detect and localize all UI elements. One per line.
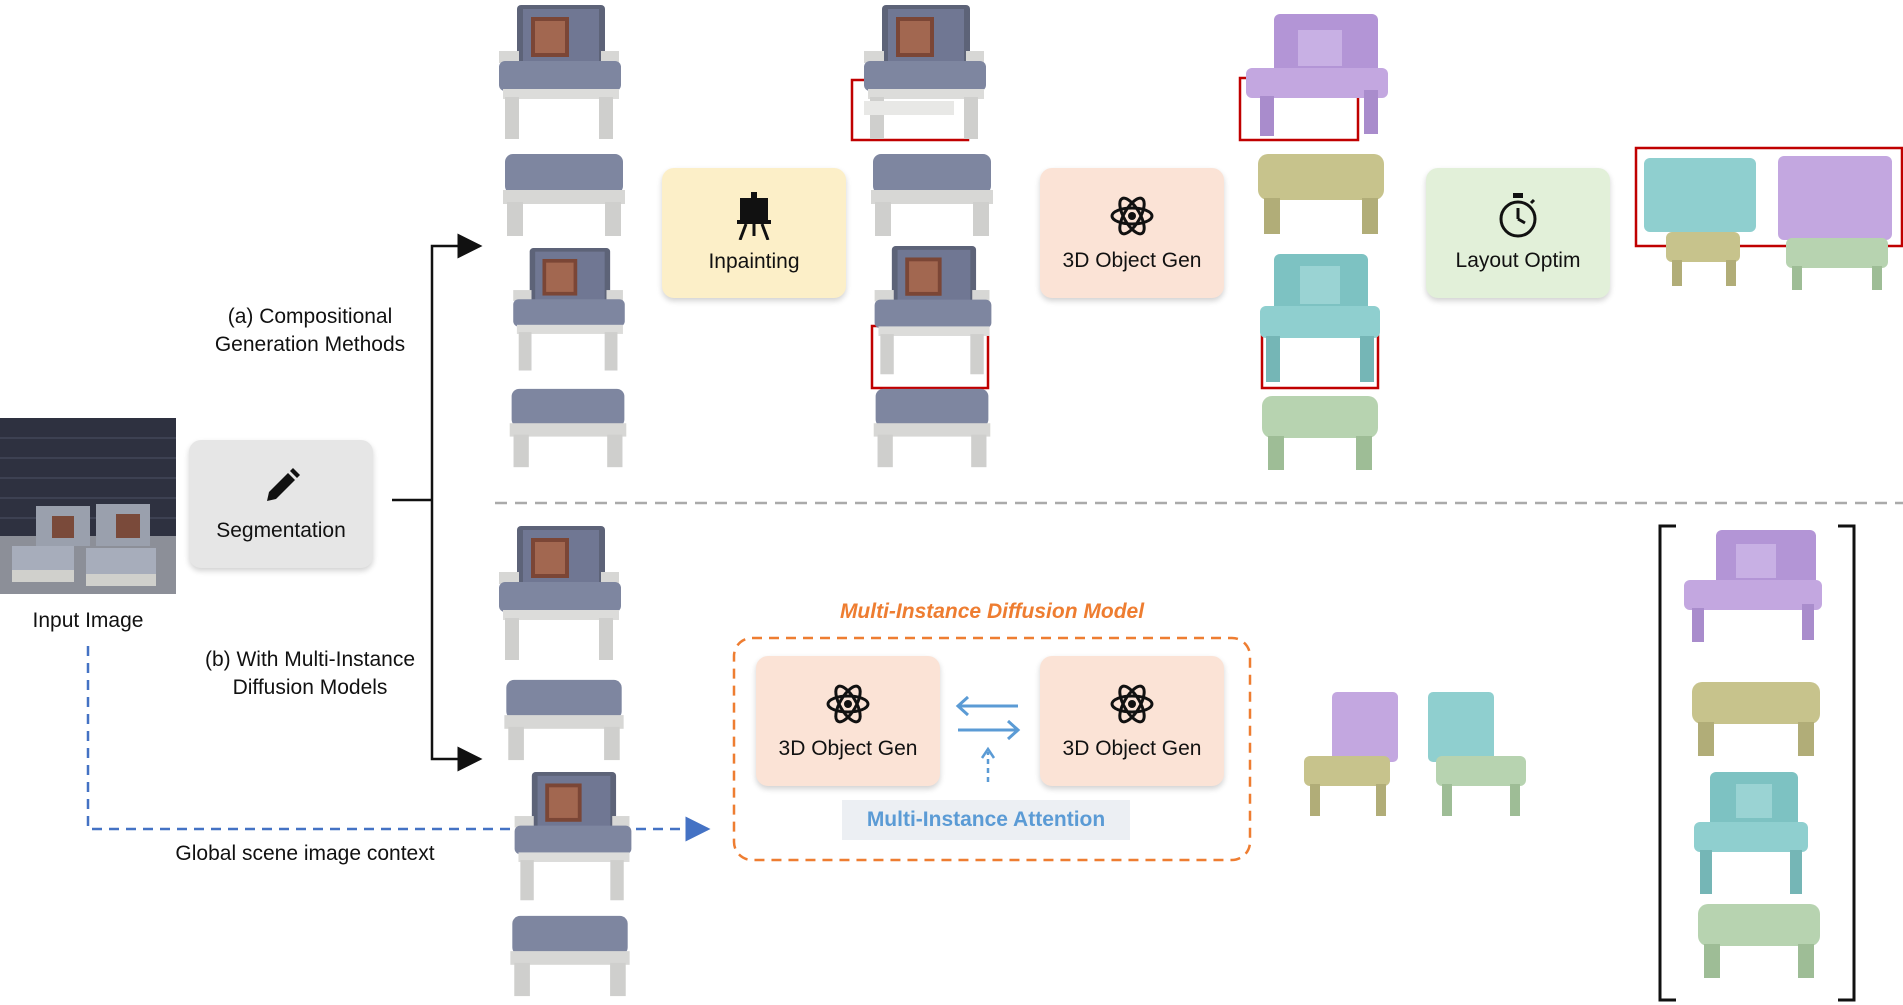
layout-optim-label: Layout Optim xyxy=(1455,249,1581,272)
branch-a-label: (a) Compositional Generation Methods xyxy=(214,305,406,356)
output-chair-teal xyxy=(1694,772,1808,894)
stopwatch-icon xyxy=(1497,193,1539,239)
atom-icon xyxy=(1109,681,1155,727)
segmented-chair-b2 xyxy=(514,772,632,901)
inpainting-label: Inpainting xyxy=(708,250,800,273)
object-gen-box-b-right: 3D Object Gen xyxy=(1040,656,1224,786)
segmented-chair-a1 xyxy=(499,5,621,139)
mesh-ottoman-green xyxy=(1262,396,1378,470)
segmented-chair-b1 xyxy=(499,526,621,660)
mesh-chair-teal xyxy=(1260,254,1380,382)
object-gen-label-b-left: 3D Object Gen xyxy=(778,737,918,760)
inpainted-ottoman-2 xyxy=(873,388,991,468)
segmented-ottoman-b2 xyxy=(510,915,630,997)
highlight-box xyxy=(1634,146,1903,248)
branch-b-label: (b) With Multi-Instance Diffusion Models xyxy=(204,648,416,699)
mesh-chair-purple xyxy=(1246,14,1388,136)
segmented-ottoman-a2 xyxy=(509,388,627,468)
input-image xyxy=(0,418,176,594)
inpainting-box: Inpainting xyxy=(662,168,846,298)
output-ottoman-green xyxy=(1698,904,1820,978)
output-bracket-right xyxy=(1838,524,1856,1002)
object-gen-label-a: 3D Object Gen xyxy=(1062,249,1202,272)
multi-instance-container xyxy=(732,636,1252,862)
object-gen-label-b-right: 3D Object Gen xyxy=(1062,737,1202,760)
atom-icon xyxy=(825,681,871,727)
pencil-icon xyxy=(259,465,303,509)
final-layout-a xyxy=(1644,156,1892,290)
atom-icon xyxy=(1109,193,1155,239)
segmentation-box: Segmentation xyxy=(189,440,373,568)
easel-icon xyxy=(734,192,774,240)
multi-instance-title: Multi-Instance Diffusion Model xyxy=(839,600,1145,623)
generated-pair-b xyxy=(1304,692,1526,816)
inpainted-ottoman-1 xyxy=(871,154,993,236)
object-gen-box-b-left: 3D Object Gen xyxy=(756,656,940,786)
segmentation-label: Segmentation xyxy=(216,519,346,542)
object-gen-box-a: 3D Object Gen xyxy=(1040,168,1224,298)
input-image-label: Input Image xyxy=(32,609,144,632)
inpainted-chair-2 xyxy=(874,246,992,375)
segmented-chair-a2 xyxy=(513,248,625,371)
segmented-ottoman-b1 xyxy=(504,679,624,761)
inpainted-chair-1 xyxy=(864,5,986,139)
output-ottoman-olive xyxy=(1692,682,1820,756)
multi-instance-attention-label: Multi-Instance Attention xyxy=(842,800,1130,840)
global-context-arrow xyxy=(86,646,711,842)
mesh-ottoman-olive xyxy=(1258,154,1384,234)
output-bracket-left xyxy=(1658,524,1676,1002)
output-chair-purple xyxy=(1684,530,1822,642)
branch-b-arrow xyxy=(430,500,483,772)
layout-optim-box: Layout Optim xyxy=(1426,168,1610,298)
branch-a-arrow xyxy=(430,233,483,500)
segmented-ottoman-a1 xyxy=(503,154,625,236)
global-context-label: Global scene image context xyxy=(175,842,435,865)
